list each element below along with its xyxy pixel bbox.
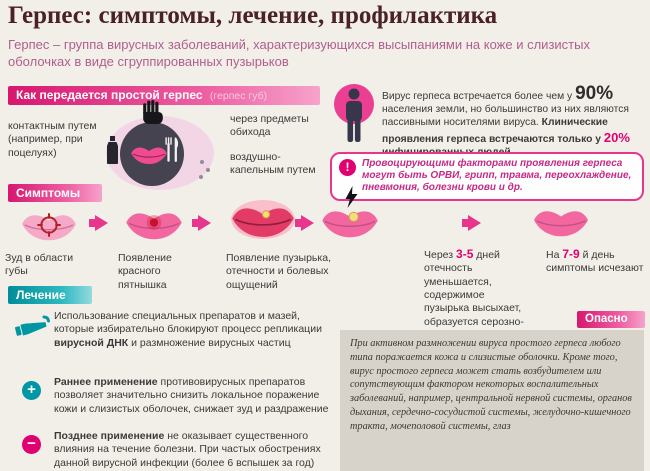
transmission-objects-label: через предметы обихода: [230, 113, 309, 139]
crust-icon: [348, 211, 359, 222]
lips-stage1-icon: [22, 213, 76, 241]
transmission-illustration: [98, 100, 228, 192]
red-spot-icon: [149, 218, 159, 227]
blister-icon: [261, 210, 271, 219]
prevalence-text: Вирус герпеса встречается более чем у 90…: [382, 84, 644, 160]
transmission-header-label: Как передается простой герпес: [16, 88, 203, 102]
arrow-icon: [295, 215, 322, 231]
person-icon: [346, 88, 362, 142]
arrow-icon: [89, 215, 116, 231]
stat-20-percent: 20%: [603, 129, 630, 145]
exclamation-icon: !: [339, 159, 356, 176]
plus-icon: +: [22, 381, 41, 400]
treatment-item-2-text: противовирусных препаратов позволяет зна…: [54, 376, 329, 415]
treatment-header-bar: Лечение: [8, 286, 92, 304]
transmission-header-note: (герпес губ): [209, 90, 268, 102]
step-5-pre: На: [546, 249, 560, 261]
treatment-item-1-text2: и размножение вирусных частиц: [131, 336, 291, 349]
symptom-step-3-label: Появление пузырька, отечности и болевых …: [226, 252, 331, 291]
danger-box: При активном размножении вируса простого…: [340, 330, 644, 471]
lips-stage2-icon: [126, 213, 182, 240]
symptoms-header-bar: Симптомы: [8, 184, 102, 202]
page-subtitle: Герпес – группа вирусных заболеваний, ха…: [8, 37, 590, 69]
treatment-item-1: Использование специальных препаратов и м…: [54, 310, 332, 350]
lightning-icon: [345, 186, 358, 208]
minus-icon: −: [22, 435, 41, 454]
danger-header-label: Опасно: [585, 313, 628, 325]
lips-stage4-icon: [322, 211, 378, 238]
step-4-pre: Через: [424, 249, 454, 261]
danger-header-bar: Опасно: [577, 311, 645, 328]
step-5-days: 7-9: [562, 247, 580, 261]
page-title: Герпес: симптомы, лечение, профилактика: [8, 2, 498, 29]
arrow-icon: [462, 215, 489, 231]
lips-stage3-icon: [231, 200, 295, 239]
symptoms-header-label: Симптомы: [16, 186, 81, 200]
treatment-item-2: Раннее применение противовирусных препар…: [54, 376, 332, 416]
treatment-item-3: Позднее применение не оказывает существе…: [54, 430, 332, 471]
fork-knife-icon: [165, 137, 179, 162]
step-5-post: й день симптомы исчезают: [546, 249, 644, 275]
prevalence-text-2: населения земли, но большинство из них я…: [382, 103, 629, 128]
symptom-step-1-label: Зуд в области губы: [5, 252, 74, 278]
danger-text: При активном размножении вируса простого…: [350, 338, 632, 432]
treatment-item-2-bold: Раннее применение: [54, 376, 158, 388]
stat-90-percent: 90%: [575, 83, 614, 104]
person-badge: [331, 84, 377, 146]
treatment-item-3-text: не оказывает существенного влияния на те…: [54, 430, 321, 471]
treatment-header-label: Лечение: [16, 288, 66, 302]
provoking-factors-text: Провоцирующими факторами проявления герп…: [362, 158, 632, 194]
transmission-header-bar: Как передается простой герпес (герпес гу…: [8, 86, 320, 105]
target-icon: [37, 213, 61, 237]
transmission-contact-label: контактным путем (например, при поцелуях…: [8, 120, 97, 159]
transmission-airborne-label: воздушно-капельным путем: [230, 151, 316, 177]
ointment-tube-icon: [14, 315, 50, 336]
lips-stage5-icon: [534, 211, 588, 237]
hand-icon: [143, 100, 163, 124]
bottle-icon: [107, 136, 118, 164]
treatment-item-3-bold: Позднее применение: [54, 430, 165, 442]
arrow-icon: [192, 215, 219, 231]
treatment-item-1-text: Использование специальных препаратов и м…: [54, 310, 322, 336]
provoking-factors-box: ! Провоцирующими факторами проявления ге…: [330, 152, 644, 201]
prevalence-text-bold: Клинические проявления герпеса встречают…: [382, 116, 608, 145]
prevalence-text-1: Вирус герпеса встречается более чем у: [382, 91, 573, 102]
symptom-step-2-label: Появление красного пятнышка: [118, 252, 172, 291]
treatment-item-1-bold: вирусной ДНК: [54, 336, 129, 349]
step-4-days: 3-5: [456, 247, 474, 261]
symptom-step-5-label: На 7-9 й день симптомы исчезают: [546, 247, 644, 276]
lips-icon: [131, 147, 167, 165]
